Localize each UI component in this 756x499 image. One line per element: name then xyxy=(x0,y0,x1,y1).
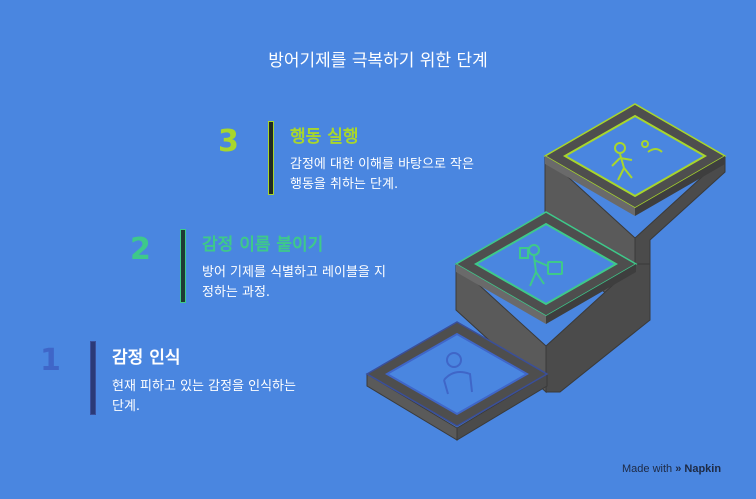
step-2-number: 2 xyxy=(130,232,151,267)
step-2-desc-line1: 방어 기제를 식별하고 레이블을 지 xyxy=(202,265,386,280)
person-walking-icon xyxy=(611,140,663,181)
step-2-description: 방어 기제를 식별하고 레이블을 지 정하는 과정. xyxy=(202,263,386,303)
step-1-number: 1 xyxy=(40,343,61,378)
step-1-desc-line1: 현재 피하고 있는 감정을 인식하는 xyxy=(112,379,296,394)
step-1-description: 현재 피하고 있는 감정을 인식하는 단계. xyxy=(112,377,296,417)
step-3-description: 감정에 대한 이해를 바탕으로 작은 행동을 취하는 단계. xyxy=(290,155,474,195)
person-labeling-icon xyxy=(519,244,563,287)
step-1-heading: 감정 인식 xyxy=(112,348,181,368)
step-3-desc-line2: 행동을 취하는 단계. xyxy=(290,177,399,192)
stair-step-1 xyxy=(365,321,549,441)
stair-step-2 xyxy=(454,211,651,394)
step-2-bar xyxy=(180,229,186,303)
page-title: 방어기제를 극복하기 위한 단계 xyxy=(268,51,488,71)
person-reflecting-icon xyxy=(443,352,473,395)
step-2-heading: 감정 이름 붙이기 xyxy=(202,235,324,255)
made-with-napkin-badge[interactable]: Made with » Napkin xyxy=(622,463,721,475)
step-2-desc-line2: 정하는 과정. xyxy=(202,285,271,300)
step-1-bar xyxy=(90,341,96,415)
napkin-brand-name: Napkin xyxy=(684,463,722,475)
made-with-label: Made with xyxy=(622,463,673,475)
step-3-number: 3 xyxy=(218,124,239,159)
step-3-bar xyxy=(268,121,274,195)
step-3-desc-line1: 감정에 대한 이해를 바탕으로 작은 xyxy=(290,157,474,172)
napkin-logo-icon: » xyxy=(675,463,682,475)
step-3-heading: 행동 실행 xyxy=(290,127,359,147)
step-1-desc-line2: 단계. xyxy=(112,399,141,414)
